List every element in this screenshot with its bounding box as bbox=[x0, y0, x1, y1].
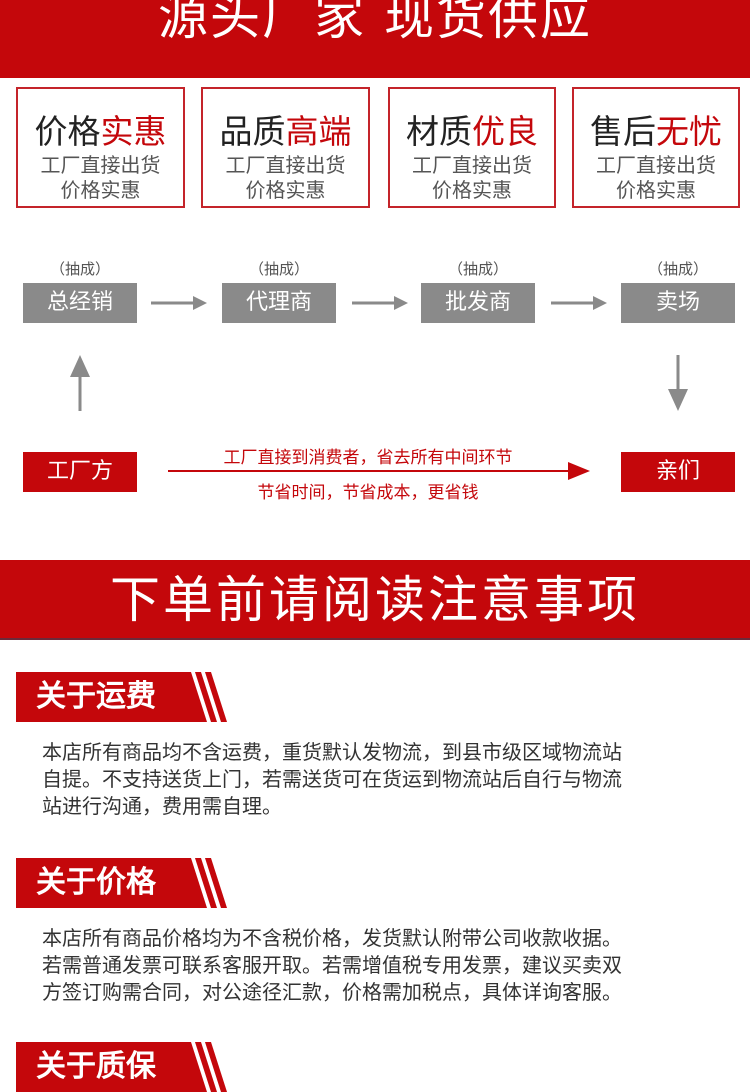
body-line: 本店所有商品价格均为不含税价格，发货默认附带公司收款收据。 bbox=[42, 926, 622, 950]
section-body: 本店所有商品均不含运费，重货默认发物流，到县市级区域物流站自提。不支持送货上门，… bbox=[42, 739, 722, 820]
card-title-accent: 高端 bbox=[285, 112, 352, 151]
body-line: 自提。不支持送货上门，若需送货可在货运到物流站后自行与物流 bbox=[42, 767, 622, 791]
factory-box: 工厂方 bbox=[23, 452, 137, 492]
card-title-accent: 实惠 bbox=[100, 112, 167, 151]
flow-step: 代理商 bbox=[222, 283, 336, 323]
arrow-right-icon bbox=[168, 462, 590, 480]
card-line: 价格实惠 bbox=[245, 178, 326, 202]
section-header: 关于运费 bbox=[16, 672, 228, 722]
arrow-down-icon bbox=[668, 355, 688, 411]
feature-card: 价格实惠工厂直接出货价格实惠 bbox=[16, 87, 185, 208]
card-line: 工厂直接出货 bbox=[412, 153, 532, 177]
card-title-accent: 优良 bbox=[472, 112, 538, 151]
section-body: 本店所有商品价格均为不含税价格，发货默认附带公司收款收据。若需普通发票可联系客服… bbox=[42, 925, 722, 1006]
card-line: 工厂直接出货 bbox=[225, 153, 346, 177]
section-title: 关于运费 bbox=[36, 679, 156, 714]
feature-card: 材质优良工厂直接出货价格实惠 bbox=[388, 87, 556, 208]
commission-label: （抽成） bbox=[248, 260, 309, 278]
card-title: 品质 bbox=[219, 112, 286, 151]
commission-label: （抽成） bbox=[647, 260, 708, 278]
arrow-right-icon bbox=[151, 296, 207, 310]
card-line: 价格实惠 bbox=[60, 178, 141, 202]
section-title: 关于价格 bbox=[36, 865, 156, 900]
direct-text: 工厂直接到消费者，省去所有中间环节 bbox=[223, 448, 513, 468]
feature-card: 品质高端工厂直接出货价格实惠 bbox=[201, 87, 370, 208]
feature-card: 售后无忧工厂直接出货价格实惠 bbox=[572, 87, 740, 208]
commission-label: （抽成） bbox=[447, 260, 508, 278]
flow-step: 批发商 bbox=[421, 283, 535, 323]
section-title: 关于质保 bbox=[36, 1049, 156, 1084]
body-line: 若需普通发票可联系客服开取。若需增值税专用发票，建议买卖双 bbox=[42, 953, 622, 977]
notice-banner: 下单前请阅读注意事项 bbox=[0, 560, 750, 640]
section-header: 关于价格 bbox=[16, 858, 228, 908]
card-line: 工厂直接出货 bbox=[596, 153, 716, 177]
commission-label: （抽成） bbox=[49, 260, 110, 278]
flow-step: 卖场 bbox=[621, 283, 735, 323]
card-title-accent: 无忧 bbox=[656, 112, 722, 151]
arrow-up-icon bbox=[70, 355, 90, 411]
card-line: 工厂直接出货 bbox=[40, 153, 161, 177]
body-line: 本店所有商品均不含运费，重货默认发物流，到县市级区域物流站 bbox=[42, 740, 622, 764]
flow-step: 总经销 bbox=[23, 283, 137, 323]
card-line: 价格实惠 bbox=[616, 178, 696, 202]
card-title: 价格 bbox=[34, 112, 101, 151]
body-line: 站进行沟通，费用需自理。 bbox=[42, 794, 282, 818]
card-line: 价格实惠 bbox=[432, 178, 512, 202]
arrow-right-icon bbox=[352, 296, 408, 310]
body-line: 方签订购需合同，对公途径汇款，价格需加税点，具体详询客服。 bbox=[42, 980, 622, 1004]
arrow-right-icon bbox=[551, 296, 607, 310]
card-title: 售后 bbox=[590, 112, 656, 151]
top-banner-title: 源头厂家 现货供应 bbox=[158, 0, 592, 46]
top-banner: 源头厂家 现货供应 bbox=[0, 0, 750, 78]
section-header: 关于质保 bbox=[16, 1042, 228, 1092]
direct-text: 节省时间，节省成本，更省钱 bbox=[257, 483, 479, 503]
notice-banner-title: 下单前请阅读注意事项 bbox=[110, 571, 640, 629]
card-title: 材质 bbox=[406, 112, 472, 151]
customer-box: 亲们 bbox=[621, 452, 735, 492]
